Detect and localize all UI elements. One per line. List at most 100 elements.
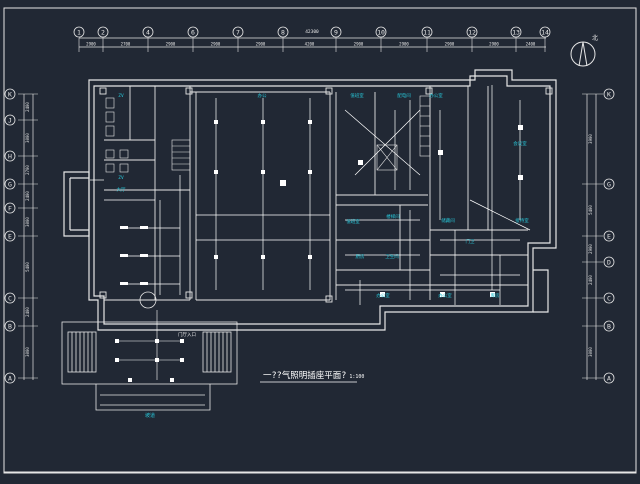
top-dimension-text: 2900 xyxy=(256,42,266,47)
right-dimension-text: 2900 xyxy=(588,244,593,254)
left-axis-bubble xyxy=(4,230,16,242)
left-dimension-text: 5400 xyxy=(25,262,30,272)
left-axis-label: B xyxy=(8,322,12,330)
top-dimension-text: 2700 xyxy=(121,42,131,47)
top-axis-label: 13 xyxy=(512,29,520,37)
room-label: 门卫 xyxy=(466,238,475,245)
ramp-label: 坡道 xyxy=(145,412,155,419)
top-dimension-text: 2900 xyxy=(166,42,176,47)
toilet-fixtures xyxy=(105,97,129,173)
left-dimension-text: 3000 xyxy=(25,217,30,227)
top-axis-label: 4 xyxy=(146,29,150,37)
ceiling-fixtures xyxy=(120,120,523,297)
top-axis-label: 14 xyxy=(541,29,549,37)
left-axis-label: G xyxy=(8,180,12,188)
left-dimension-chain xyxy=(23,94,34,380)
left-axis-bubble xyxy=(4,150,16,162)
room-label: 会议室 xyxy=(513,140,527,147)
left-axis-label: E xyxy=(8,232,12,240)
top-axis-bubble xyxy=(73,26,85,38)
left-dimension-text: 2400 xyxy=(25,307,30,317)
room-label: 厨房 xyxy=(356,253,365,260)
terrace-fixtures xyxy=(115,339,184,382)
interior-walls xyxy=(99,86,553,303)
right-axis-bubble xyxy=(603,372,615,384)
top-axis-bubble xyxy=(510,26,522,38)
right-axis-bubble xyxy=(603,256,615,268)
left-axis-bubble xyxy=(4,114,16,126)
left-axis-label: A xyxy=(8,374,12,382)
drawing-scale: 1:100 xyxy=(349,374,364,380)
left-dimension-text: 3000 xyxy=(25,347,30,357)
top-axis-label: 9 xyxy=(334,29,338,37)
entrance-terrace xyxy=(61,291,238,411)
top-axis-bubble xyxy=(232,26,244,38)
room-label: 楼梯间 xyxy=(386,213,400,220)
top-axis-label: 11 xyxy=(423,29,431,37)
top-dimension-text: 2900 xyxy=(354,42,364,47)
right-axis-label: K xyxy=(607,90,611,98)
top-axis-bubble xyxy=(330,26,342,38)
left-axis-bubble xyxy=(4,320,16,332)
top-axis-bubble xyxy=(277,26,289,38)
room-label: 接待室 xyxy=(515,217,529,224)
top-dimension-text: 2900 xyxy=(399,42,409,47)
room-label: 办公 xyxy=(258,92,267,99)
right-axis-label: A xyxy=(607,374,611,382)
top-axis-bubble xyxy=(539,26,551,38)
room-label: 卫生间 xyxy=(385,253,399,260)
top-axis-label: 7 xyxy=(236,29,240,37)
right-dimension-text: 3000 xyxy=(588,347,593,357)
top-dimension-text: 2900 xyxy=(86,42,96,47)
room-labels: ZVZV大厅办公值班室配电间办公室值班室楼梯间会议室接待室储藏间厨房卫生间办公室… xyxy=(117,92,530,299)
top-dimension-chain xyxy=(79,37,546,48)
top-axis-label: 12 xyxy=(468,29,476,37)
right-axis-bubble xyxy=(603,320,615,332)
top-axis-bubble xyxy=(187,26,199,38)
right-dimension-chain xyxy=(586,94,597,380)
top-axis-label: 1 xyxy=(77,29,81,37)
right-axis-label: C xyxy=(607,294,611,302)
left-axis-bubble xyxy=(4,372,16,384)
right-axis-bubble xyxy=(603,292,615,304)
north-arrow: 北 xyxy=(570,34,598,67)
top-axis-bubble xyxy=(375,26,387,38)
left-axis-bubble xyxy=(4,88,16,100)
left-dimension-text: 2400 xyxy=(25,102,30,112)
drawing-title-text: 一??气照明插座平面? xyxy=(263,370,346,381)
room-label: 配电间 xyxy=(397,92,411,99)
right-axis-bubble xyxy=(603,230,615,242)
top-dimension-text: 4200 xyxy=(305,42,315,47)
room-label: 大厅 xyxy=(117,186,126,193)
room-label: 储藏间 xyxy=(441,217,455,224)
right-dimension-text: 3900 xyxy=(588,134,593,144)
room-label: 办公室 xyxy=(438,292,452,299)
room-label: 值班室 xyxy=(346,218,360,225)
stair-upper xyxy=(171,139,191,171)
top-axis-label: 10 xyxy=(377,29,385,37)
room-label: 办公室 xyxy=(376,292,390,299)
right-dimension-text: 2400 xyxy=(588,275,593,285)
drawing-frame xyxy=(3,7,637,474)
stair-core xyxy=(376,95,431,171)
left-dimension-text: 3000 xyxy=(25,133,30,143)
right-axis-bubble xyxy=(603,88,615,100)
left-axis-label: C xyxy=(8,294,12,302)
room-label: ZV xyxy=(118,93,124,99)
room-label: 库房 xyxy=(491,292,500,299)
top-dimension-text: 2900 xyxy=(489,42,499,47)
top-dimension-text: 2900 xyxy=(445,42,455,47)
top-axis-label: 8 xyxy=(281,29,285,37)
top-axis-label: 6 xyxy=(191,29,195,37)
drawing-title: 一??气照明插座平面?1:100 xyxy=(263,370,364,381)
right-axis-label: D xyxy=(607,258,611,266)
top-axis-bubble xyxy=(421,26,433,38)
left-axis-label: K xyxy=(8,90,12,98)
top-axis-bubble xyxy=(97,26,109,38)
room-label: ZV xyxy=(118,175,124,181)
